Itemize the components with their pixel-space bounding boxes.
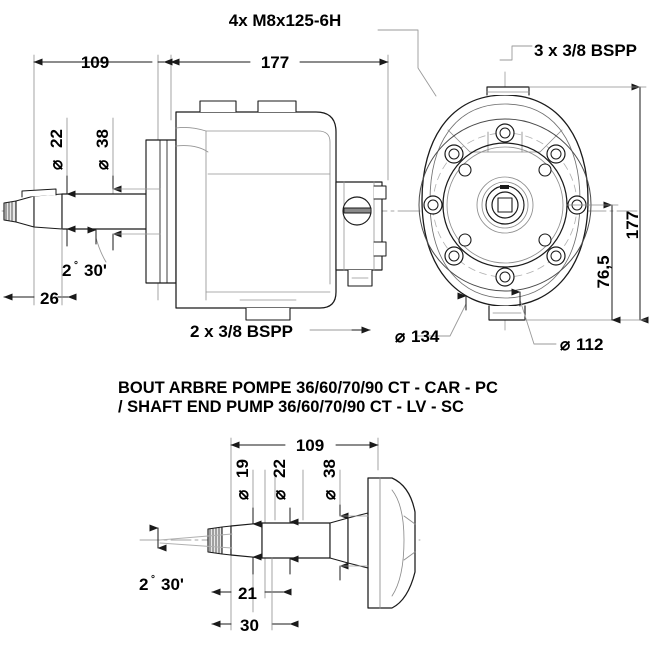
dia-symbol-112: ⌀ bbox=[560, 335, 571, 354]
top-side-view bbox=[1, 29, 437, 334]
dim-dia38 bbox=[112, 175, 161, 251]
dia-symbol-134: ⌀ bbox=[395, 327, 406, 346]
dim-26 bbox=[3, 228, 77, 306]
angle-label-2-bottom: 2 bbox=[139, 575, 148, 594]
dim-label-109-bottom: 109 bbox=[296, 436, 324, 455]
dim-30 bbox=[211, 557, 299, 631]
dia-symbol-22-top: ⌀ bbox=[47, 159, 66, 170]
dim-765 bbox=[566, 201, 621, 324]
dim-dia38-bottom bbox=[339, 504, 369, 581]
dim-label-21: 21 bbox=[238, 584, 257, 603]
callout-3x-38-bspp: 3 x 3/8 BSPP bbox=[534, 41, 637, 60]
dia-symbol-19-bottom: ⌀ bbox=[233, 489, 252, 500]
dim-177-right bbox=[524, 83, 649, 324]
dia-symbol-22-bottom: ⌀ bbox=[270, 489, 289, 500]
dim-label-dia22-bottom: 22 bbox=[270, 459, 289, 478]
angle-label-2-top: 2 bbox=[62, 261, 71, 280]
dia-symbol-38-top: ⌀ bbox=[93, 159, 112, 170]
degree-symbol-bottom: ° bbox=[151, 574, 155, 585]
dim-label-dia38-top: 38 bbox=[93, 129, 112, 148]
dim-label-dia134: 134 bbox=[411, 327, 440, 346]
dim-label-177-top: 177 bbox=[261, 53, 289, 72]
title-line-1: BOUT ARBRE POMPE 36/60/70/90 CT - CAR - … bbox=[118, 379, 498, 397]
dim-label-dia19-bottom: 19 bbox=[233, 459, 252, 478]
small-threaded-holes bbox=[458, 163, 552, 247]
title-line-2: / SHAFT END PUMP 36/60/70/90 CT - LV - S… bbox=[118, 398, 464, 416]
dim-label-dia38-bottom: 38 bbox=[320, 459, 339, 478]
dim-label-765: 76,5 bbox=[594, 255, 613, 288]
dia-symbol-38-bottom: ⌀ bbox=[320, 489, 339, 500]
callout-2x-38-bspp: 2 x 3/8 BSPP bbox=[190, 322, 293, 341]
text-layer: 109 177 4x M8x125-6H ⌀ 3 x 3/8 BSPP 2 x … bbox=[40, 11, 642, 635]
angle-label-30min-bottom: 30' bbox=[161, 575, 184, 594]
dim-label-dia22-top: 22 bbox=[47, 129, 66, 148]
dim-label-30: 30 bbox=[240, 616, 259, 635]
dim-label-177-right: 177 bbox=[623, 211, 642, 239]
callout-4x-m8: 4x M8x125-6H bbox=[229, 11, 341, 30]
dim-label-26: 26 bbox=[40, 289, 59, 308]
bottom-shaft-detail-view bbox=[139, 437, 421, 631]
angle-label-30min-top: 30' bbox=[84, 261, 107, 280]
degree-symbol-top: ° bbox=[74, 260, 78, 271]
dim-label-109-top: 109 bbox=[81, 53, 109, 72]
dim-label-dia112: 112 bbox=[576, 335, 603, 354]
end-view bbox=[399, 45, 649, 345]
